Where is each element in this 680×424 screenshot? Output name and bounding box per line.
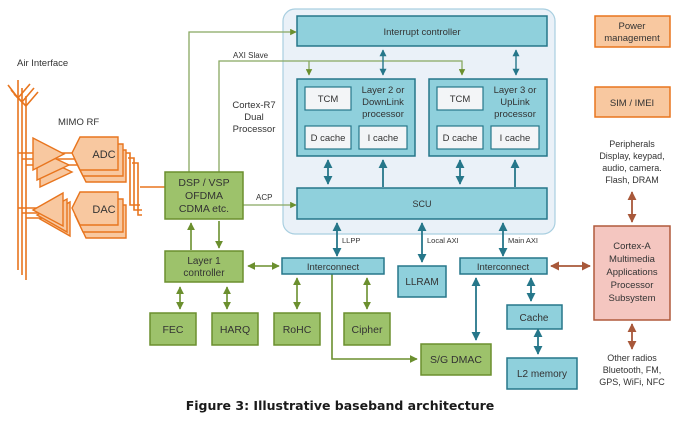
dsp-line-1: DSP / VSP (178, 177, 229, 189)
peripherals-line-4: Flash, DRAM (605, 175, 659, 185)
sim-imei-block: SIM / IMEI (594, 86, 671, 118)
layer3-dcache-label: D cache (443, 133, 478, 144)
cortex-r7-label-3: Processor (233, 124, 276, 135)
dsp-layer1-arrows (187, 221, 223, 250)
layer3-icache-label: I cache (500, 133, 531, 144)
power-management-block: Power management (594, 15, 671, 48)
other-radios-text: Other radios Bluetooth, FM, GPS, WiFi, N… (599, 353, 665, 387)
scu-bus-arrows (332, 222, 508, 263)
adc-label: ADC (92, 149, 115, 161)
cortex-a-line-4: Processor (611, 280, 654, 291)
dsp-line-2: OFDMA (185, 190, 223, 202)
acp-label: ACP (256, 193, 272, 202)
sg-dmac-label: S/G DMAC (430, 354, 482, 366)
dac-block (71, 191, 127, 239)
rohc-block: RoHC (273, 312, 321, 346)
cache-block: Cache (506, 304, 563, 330)
layer3-title-2: UpLink (500, 97, 530, 108)
cortex-a-line-1: Cortex-A (613, 241, 651, 252)
peripherals-line-3: audio, camera. (602, 163, 662, 173)
layer3-title-1: Layer 3 or (494, 85, 537, 96)
llram-block: LLRAM (397, 265, 447, 298)
interconnect-left-arrows (293, 274, 418, 363)
rf-amplifier-tx (31, 191, 71, 238)
main-axi-label: Main AXI (508, 236, 538, 245)
cortex-r7-label-2: Dual (244, 112, 264, 123)
cortex-r7-label-1: Cortex-R7 (232, 100, 275, 111)
peripherals-text: Peripherals Display, keypad, audio, came… (599, 139, 664, 185)
processor-scu-arrows (323, 159, 520, 187)
local-axi-label: Local AXI (427, 236, 459, 245)
interrupt-controller-label: Interrupt controller (383, 27, 460, 38)
cortex-a-block: Cortex-A Multimedia Applications Process… (593, 225, 671, 321)
l2-memory-block: L2 memory (506, 357, 578, 390)
dsp-block: DSP / VSP OFDMA CDMA etc. (164, 171, 244, 220)
sg-dmac-block: S/G DMAC (420, 343, 492, 376)
cortex-a-line-2: Multimedia (609, 254, 656, 265)
cortex-a-arrows (550, 191, 637, 350)
adc-block (71, 136, 127, 183)
cache-label: Cache (520, 313, 549, 324)
fec-block: FEC (149, 312, 197, 346)
layer1-controller-block: Layer 1 controller (164, 250, 244, 283)
interconnect-right-block: Interconnect (459, 257, 548, 275)
mimo-rf-label: MIMO RF (58, 117, 99, 128)
power-management-line-1: Power (619, 21, 646, 32)
axi-slave-label: AXI Slave (233, 51, 269, 60)
power-management-line-2: management (604, 33, 660, 44)
layer1-fec-harq-arrows (176, 262, 280, 310)
scu-block: SCU (296, 187, 548, 220)
fec-label: FEC (163, 324, 184, 336)
interconnect-left-block: Interconnect (281, 257, 385, 275)
layer2-title-2: DownLink (362, 97, 404, 108)
interconnect-right-arrows (471, 277, 543, 355)
layer3-tcm-label: TCM (450, 94, 471, 105)
layer1-line-1: Layer 1 (187, 256, 221, 267)
layer2-title-1: Layer 2 or (362, 85, 405, 96)
layer2-title-3: processor (362, 109, 404, 120)
rohc-label: RoHC (283, 324, 312, 336)
figure-caption: Figure 3: Illustrative baseband architec… (185, 398, 495, 413)
layer2-icache-label: I cache (368, 133, 399, 144)
llram-label: LLRAM (405, 277, 438, 288)
scu-label: SCU (412, 199, 431, 209)
irq-arrows (379, 49, 520, 76)
layer3-title-3: processor (494, 109, 536, 120)
antenna-icon (7, 80, 39, 280)
peripherals-line-2: Display, keypad, (599, 151, 664, 161)
air-interface-label: Air Interface (17, 58, 68, 69)
dsp-line-3: CDMA etc. (179, 203, 229, 215)
layer2-processor-block: TCM D cache I cache Layer 2 or DownLink … (296, 78, 416, 157)
layer2-tcm-label: TCM (318, 94, 339, 105)
cipher-block: Cipher (343, 312, 391, 346)
layer1-line-2: controller (183, 268, 225, 279)
llpp-label: LLPP (342, 236, 360, 245)
other-radios-line-2: Bluetooth, FM, (603, 365, 662, 375)
cortex-a-line-5: Subsystem (609, 293, 656, 304)
sim-imei-label: SIM / IMEI (610, 98, 654, 109)
other-radios-line-1: Other radios (607, 353, 657, 363)
interrupt-controller-block: Interrupt controller (296, 15, 548, 47)
harq-label: HARQ (220, 324, 250, 336)
cipher-label: Cipher (352, 324, 383, 336)
interconnect-right-label: Interconnect (477, 262, 530, 273)
interconnect-left-label: Interconnect (307, 262, 360, 273)
rf-amplifier-rx (32, 136, 74, 189)
layer3-processor-block: TCM D cache I cache Layer 3 or UpLink pr… (428, 78, 548, 157)
layer2-dcache-label: D cache (311, 133, 346, 144)
other-radios-line-3: GPS, WiFi, NFC (599, 377, 665, 387)
l2-memory-label: L2 memory (517, 369, 567, 380)
cortex-a-line-3: Applications (606, 267, 657, 278)
harq-block: HARQ (211, 312, 259, 346)
dac-label: DAC (92, 204, 115, 216)
peripherals-line-1: Peripherals (609, 139, 655, 149)
